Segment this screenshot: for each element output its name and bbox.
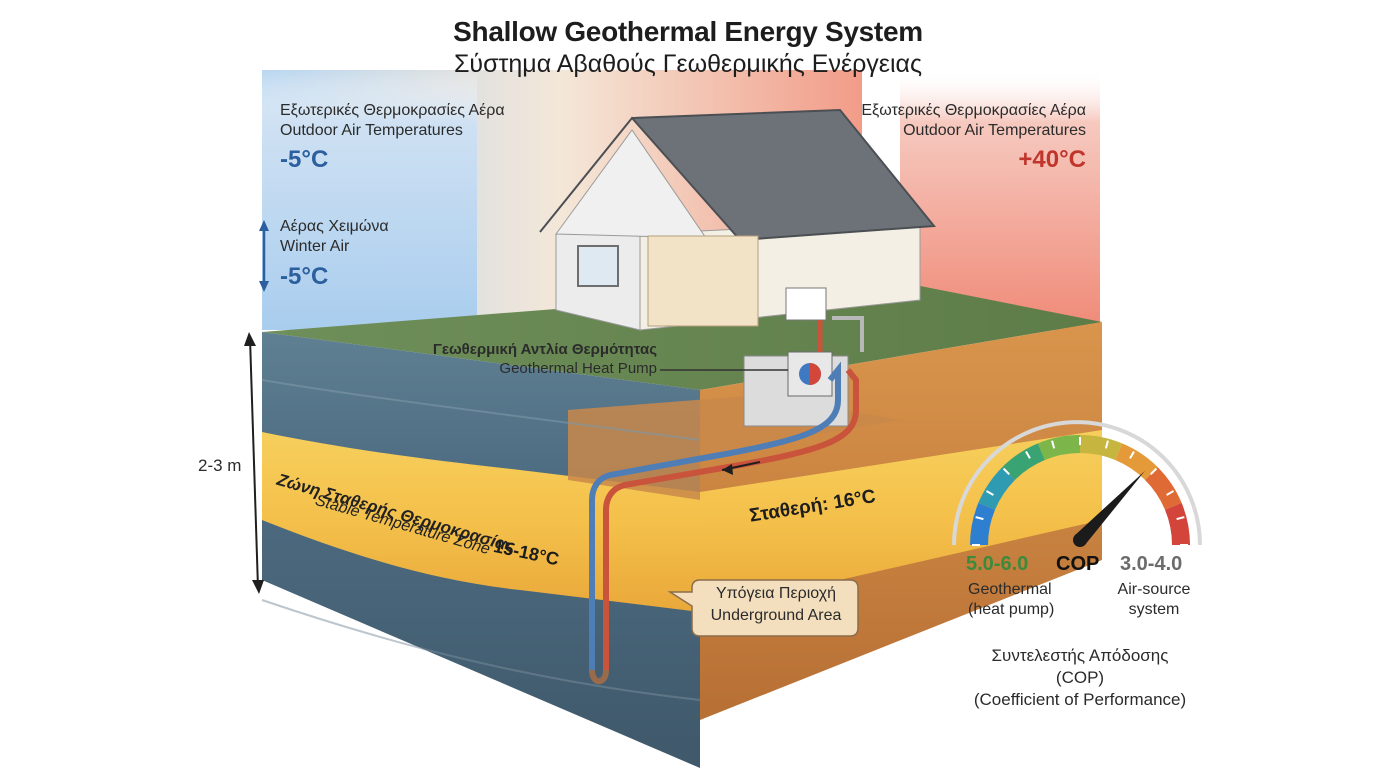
cop-caption-gr: Συντελεστής Απόδοσης bbox=[991, 646, 1169, 665]
pipe-to-radiator-gray bbox=[832, 316, 864, 352]
right-air-label-en: Outdoor Air Temperatures bbox=[903, 122, 1086, 139]
cop-air-source-value: 3.0-4.0 bbox=[1120, 553, 1183, 575]
house-gable bbox=[555, 129, 707, 239]
cop-gauge-hub bbox=[1073, 533, 1087, 547]
house bbox=[539, 108, 936, 427]
heat-pump-label-gr: Γεωθερμική Αντλία Θερμότητας bbox=[432, 341, 657, 358]
winter-air-label-en: Winter Air bbox=[280, 238, 350, 255]
right-air-label-gr: Εξωτερικές Θερμοκρασίες Αέρα bbox=[861, 102, 1086, 119]
left-air-label-en: Outdoor Air Temperatures bbox=[280, 122, 463, 139]
cop-gauge-segment bbox=[970, 502, 996, 545]
underground-label-gr: Υπόγεια Περιοχή bbox=[715, 585, 837, 602]
radiator bbox=[785, 287, 827, 321]
house-window bbox=[577, 245, 619, 287]
depth-label: 2-3 m bbox=[198, 456, 242, 475]
cop-gauge-tick bbox=[1025, 450, 1031, 459]
ground-loop-bottom bbox=[589, 669, 609, 685]
cop-gauge-tick bbox=[1176, 516, 1185, 521]
cop-geothermal-label: Geothermal bbox=[968, 581, 1052, 598]
depth-arrow-line bbox=[249, 337, 259, 589]
hot-air-band bbox=[900, 70, 1100, 330]
cop-geothermal-sublabel: (heat pump) bbox=[968, 601, 1055, 618]
cop-gauge-tick bbox=[975, 516, 984, 521]
underground-callout-bubble bbox=[667, 579, 859, 637]
page-title: Shallow Geothermal Energy System bbox=[453, 16, 923, 47]
heat-pump-label-en: Geothermal Heat Pump bbox=[499, 360, 657, 377]
interior-room bbox=[647, 235, 759, 327]
cop-geothermal-value: 5.0-6.0 bbox=[966, 553, 1029, 575]
cop-gauge-tick bbox=[1150, 467, 1158, 475]
winter-air-label-gr: Αέρας Χειμώνα bbox=[280, 218, 389, 235]
cop-gauge-segment bbox=[1145, 467, 1182, 510]
cop-gauge-segment bbox=[1080, 435, 1123, 461]
cop-gauge-segment bbox=[978, 467, 1015, 510]
house-roof bbox=[539, 108, 936, 242]
cop-gauge-segment bbox=[1002, 443, 1045, 480]
cold-air-band bbox=[262, 70, 477, 330]
right-air-temp: +40°C bbox=[1018, 146, 1086, 173]
left-air-label-gr: Εξωτερικές Θερμοκρασίες Αέρα bbox=[280, 102, 505, 119]
cop-gauge-segment bbox=[1164, 502, 1190, 545]
cop-gauge-tick bbox=[1002, 467, 1010, 475]
cop-gauge-needle bbox=[1074, 470, 1146, 545]
winter-air-arrow-bottom bbox=[259, 281, 269, 292]
cop-air-source-sublabel: system bbox=[1128, 601, 1180, 618]
soil-layer-line bbox=[261, 599, 701, 701]
cop-gauge-tick bbox=[1051, 440, 1056, 449]
cop-caption-abbr: (COP) bbox=[1055, 668, 1105, 687]
depth-arrow-bottom bbox=[252, 580, 264, 594]
cop-gauge-segment bbox=[1037, 435, 1080, 461]
cop-gauge-frame bbox=[952, 420, 1202, 546]
cop-gauge-tick bbox=[1104, 440, 1109, 449]
cop-center-label: COP bbox=[1056, 553, 1100, 575]
cop-gauge-tick bbox=[985, 490, 994, 496]
cop-gauge-tick bbox=[1166, 490, 1175, 496]
cop-gauge bbox=[952, 420, 1202, 547]
underground-label-en: Underground Area bbox=[710, 607, 842, 624]
ground-loop-cold-pipe bbox=[589, 361, 841, 670]
left-air-temp: -5°C bbox=[280, 146, 329, 173]
cop-gauge-segment bbox=[1115, 443, 1158, 480]
grass-surface bbox=[262, 282, 1102, 390]
page-subtitle: Σύστημα Αβαθούς Γεωθερμικής Ενέργειας bbox=[453, 50, 923, 78]
soil-layer-line bbox=[261, 379, 701, 441]
cop-gauge-tick bbox=[1129, 450, 1135, 459]
ground-loop-hot-pipe bbox=[603, 368, 859, 670]
winter-air-temp: -5°C bbox=[280, 263, 329, 290]
winter-air-arrow-top bbox=[259, 220, 269, 231]
cop-air-source-label: Air-source bbox=[1117, 581, 1191, 598]
cop-gauge-scale bbox=[970, 435, 1190, 546]
flow-arrowhead bbox=[722, 464, 733, 475]
cop-caption-en: (Coefficient of Performance) bbox=[973, 690, 1187, 709]
depth-arrow-top bbox=[244, 332, 256, 346]
